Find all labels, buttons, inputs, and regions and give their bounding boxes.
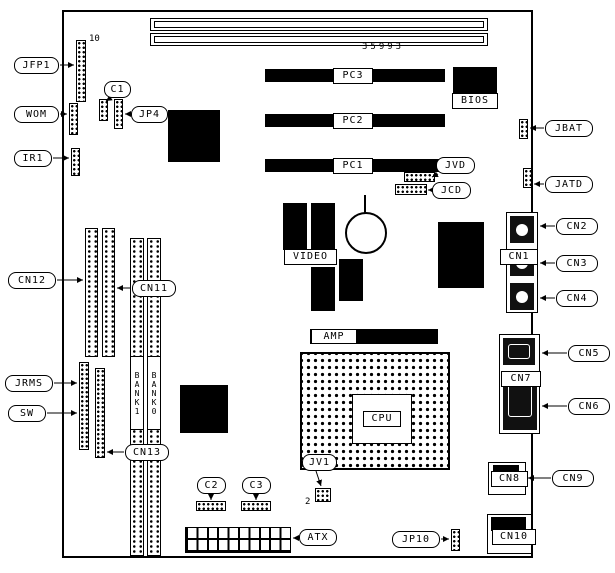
jfp1-pin10-label: 10 xyxy=(89,34,100,44)
pin-header-jbat xyxy=(519,119,528,139)
bank0-label: BANK0 xyxy=(147,356,161,430)
callout-jfp1: JFP1 xyxy=(14,57,59,74)
cn4-connector xyxy=(510,283,534,310)
pin-header-jvd xyxy=(404,172,435,182)
video-chip-3 xyxy=(311,267,335,311)
callout-cn11: CN11 xyxy=(132,280,176,297)
callout-ir1: IR1 xyxy=(14,150,52,167)
pin-header-c3 xyxy=(241,501,271,511)
isa-slot-1 xyxy=(150,18,488,31)
cn4-din-ring xyxy=(516,290,528,303)
callout-c1: C1 xyxy=(104,81,131,98)
pin-header-jp10 xyxy=(451,529,460,551)
pc1-label: PC1 xyxy=(333,158,373,174)
atx-connector xyxy=(185,527,291,553)
callout-sw: SW xyxy=(8,405,46,422)
callout-cn3: CN3 xyxy=(556,255,598,272)
dimm-slot-2 xyxy=(102,228,115,357)
pin-header-c1 xyxy=(99,99,108,121)
cn10-connector xyxy=(491,517,526,531)
cn10-label: CN10 xyxy=(492,529,536,545)
callout-jatd: JATD xyxy=(545,176,593,193)
pin-header-jv1 xyxy=(315,488,331,502)
callout-cn4: CN4 xyxy=(556,290,598,307)
pin-header-ir1 xyxy=(71,148,80,176)
video-label: VIDEO xyxy=(284,249,337,265)
cpu-label: CPU xyxy=(363,411,401,427)
cn6-dsub-face xyxy=(508,384,532,417)
callout-jbat: JBAT xyxy=(545,120,593,137)
callout-cn9: CN9 xyxy=(552,470,594,487)
callout-jp4: JP4 xyxy=(131,106,168,123)
callout-jcd: JCD xyxy=(432,182,471,199)
video-chip-1 xyxy=(283,203,307,250)
callout-jvd: JVD xyxy=(436,157,475,174)
pin-header-jcd xyxy=(395,184,427,195)
cn7-label: CN7 xyxy=(501,371,541,387)
callout-cn12: CN12 xyxy=(8,272,56,289)
chipset-north xyxy=(168,110,220,162)
pin-header-jatd xyxy=(523,168,532,188)
pin-header-jfp1 xyxy=(76,40,86,102)
pin-header-cn13 xyxy=(95,368,105,458)
cn5-connector xyxy=(503,338,535,365)
battery xyxy=(345,212,387,254)
pin-header-c2 xyxy=(196,501,226,511)
callout-jv1: JV1 xyxy=(302,454,337,471)
amp-label: AMP xyxy=(312,330,356,343)
pin-header-jp4 xyxy=(114,99,123,129)
video-chip-4 xyxy=(339,259,363,301)
board-number: 35993 xyxy=(362,42,405,52)
battery-clip xyxy=(364,195,366,213)
callout-atx: ATX xyxy=(299,529,337,546)
chipset-south xyxy=(180,385,228,433)
pc2-label: PC2 xyxy=(333,113,373,129)
callout-wom: WOM xyxy=(14,106,59,123)
cn5-dsub-face xyxy=(507,344,531,359)
callout-cn5: CN5 xyxy=(568,345,610,362)
cn2-din-ring xyxy=(516,223,528,236)
callout-cn13: CN13 xyxy=(125,444,169,461)
bios-label: BIOS xyxy=(452,93,498,109)
callout-c2: C2 xyxy=(197,477,226,494)
isa-slot-2 xyxy=(150,33,488,46)
callout-cn2: CN2 xyxy=(556,218,598,235)
pc3-label: PC3 xyxy=(333,68,373,84)
callout-jp10: JP10 xyxy=(392,531,440,548)
cache-chip xyxy=(438,222,484,288)
bank1-label: BANK1 xyxy=(130,356,144,430)
pin-header-jrms-sw xyxy=(79,362,89,450)
cn1-label: CN1 xyxy=(500,249,538,265)
callout-cn6: CN6 xyxy=(568,398,610,415)
cn8-connector xyxy=(493,465,519,474)
pin-header-wom xyxy=(69,103,78,135)
callout-jrms: JRMS xyxy=(5,375,53,392)
callout-c3: C3 xyxy=(242,477,271,494)
cn2-connector xyxy=(510,216,534,243)
video-chip-2 xyxy=(311,203,335,250)
dimm-slot-1 xyxy=(85,228,98,357)
cn8-label: CN8 xyxy=(491,471,528,487)
jv1-pin2-label: 2 xyxy=(305,497,311,507)
